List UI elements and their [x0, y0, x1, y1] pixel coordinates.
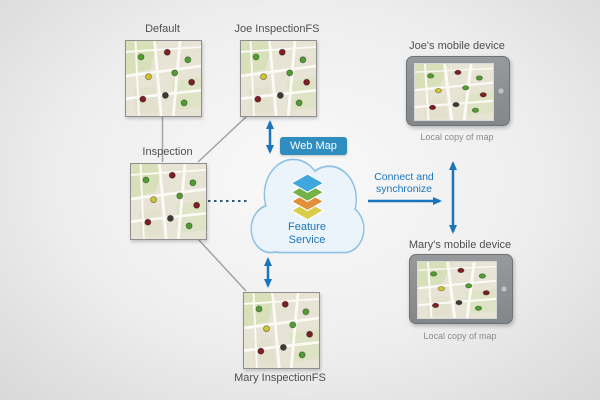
- mary-tablet-device: [409, 254, 513, 324]
- web-map-badge: Web Map: [280, 137, 347, 155]
- tablet-camera-icon: [498, 88, 504, 94]
- mary-device-caption: Local copy of map: [423, 331, 497, 341]
- tablet-camera-icon: [501, 286, 507, 292]
- map-thumbnail: [131, 164, 206, 239]
- feature-service-label: Feature Service: [288, 221, 326, 246]
- layers-icon: [290, 173, 325, 221]
- mary-version-map: [243, 292, 320, 369]
- joe-device-title: Joe's mobile device: [409, 40, 505, 52]
- joe-version-label: Joe InspectionFS: [234, 23, 320, 35]
- map-thumbnail: [418, 262, 496, 318]
- map-thumbnail: [244, 293, 319, 368]
- inspection-version-map: [130, 163, 207, 240]
- joe-version-map: [240, 40, 317, 117]
- cloud-icon: [250, 158, 365, 254]
- joe-tablet-device: [406, 56, 510, 126]
- tablet-screen-map: [414, 63, 494, 121]
- map-thumbnail: [126, 41, 201, 116]
- feature-service-cloud: [250, 158, 365, 254]
- joe-device-caption: Local copy of map: [420, 132, 494, 142]
- default-version-map: [125, 40, 202, 117]
- inspection-version-label: Inspection: [142, 146, 193, 158]
- tablet-screen-map: [417, 261, 497, 319]
- connect-synchronize-label: Connect and synchronize: [374, 171, 434, 195]
- mary-device-title: Mary's mobile device: [408, 239, 512, 251]
- mary-version-label: Mary InspectionFS: [234, 372, 326, 384]
- version-connector-lines: [161, 115, 248, 292]
- map-thumbnail: [415, 64, 493, 120]
- map-thumbnail: [241, 41, 316, 116]
- default-version-label: Default: [145, 23, 180, 35]
